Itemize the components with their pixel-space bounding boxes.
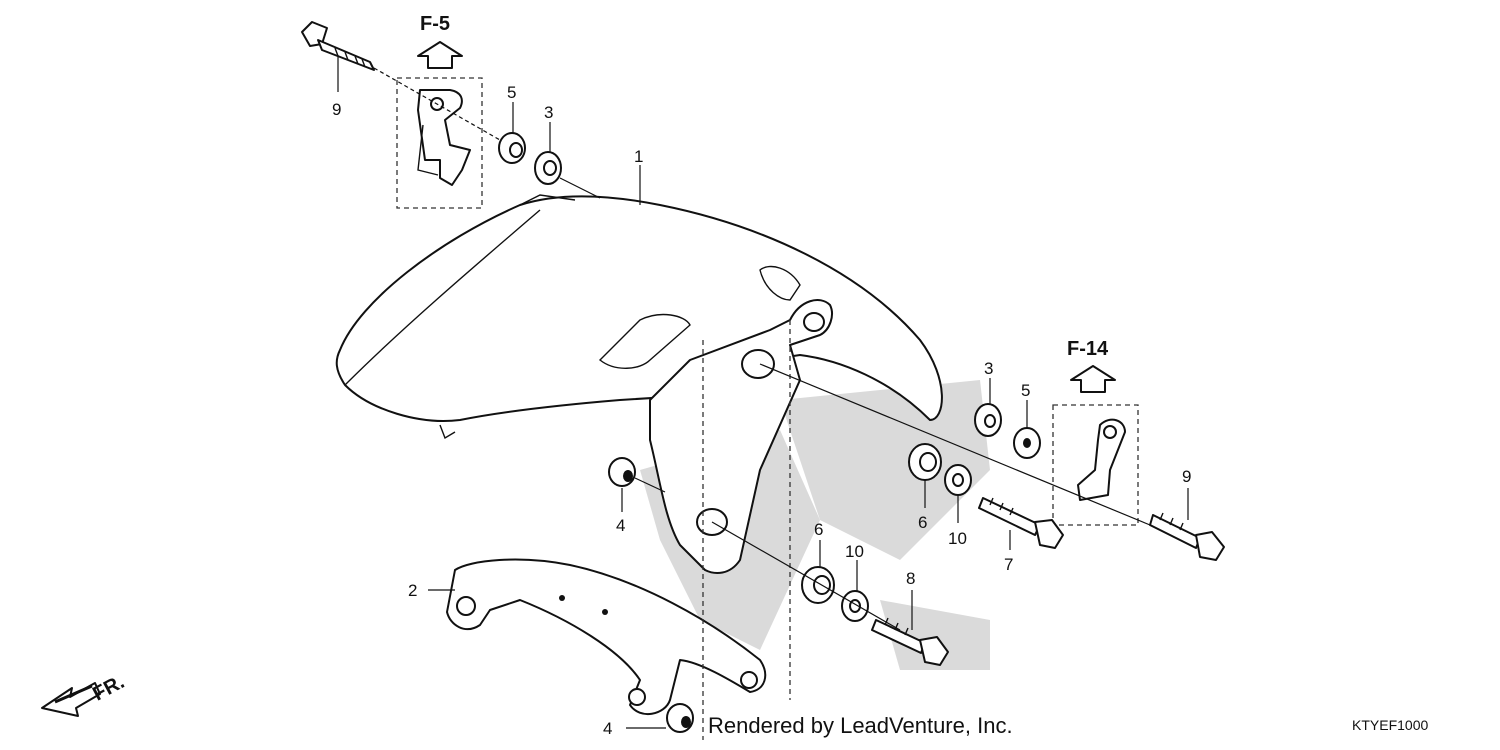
front-fender (335, 194, 943, 574)
grommet-6-lower (801, 566, 835, 604)
axis-lines (634, 363, 1151, 631)
callout-7: 7 (1004, 555, 1013, 574)
callout-9-right: 9 (1182, 467, 1191, 486)
callout-2: 2 (408, 581, 417, 600)
callout-4-lower: 4 (603, 719, 612, 738)
collar-4-upper (608, 457, 636, 487)
callout-3-right: 3 (984, 359, 993, 378)
callout-5-top: 5 (507, 83, 516, 102)
callout-5-right: 5 (1021, 381, 1030, 400)
bracket-right (1052, 404, 1139, 526)
callout-1: 1 (634, 147, 643, 166)
watermark-text: Rendered by LeadVenture, Inc. (708, 713, 1013, 738)
callout-4-upper: 4 (616, 516, 625, 535)
callout-9-top: 9 (332, 100, 341, 119)
callout-6-right: 6 (918, 513, 927, 532)
grommet-3-top (534, 151, 601, 199)
callout-10-right: 10 (948, 529, 967, 548)
fender-brace (446, 558, 767, 715)
phantom-lines (702, 320, 791, 740)
front-direction-label: FR. (89, 671, 128, 706)
bolt-9-top (301, 21, 501, 141)
washer-10-right (944, 464, 972, 496)
callout-8: 8 (906, 569, 915, 588)
ref-arrow-top (417, 41, 463, 69)
collar-5-right (1013, 427, 1041, 459)
bolt-7 (978, 497, 1064, 549)
callout-3-top: 3 (544, 103, 553, 122)
callout-10-lower: 10 (845, 542, 864, 561)
callout-leaders (337, 55, 1189, 729)
ref-label-right: F-14 (1067, 338, 1109, 360)
ref-label-top: F-5 (420, 13, 450, 35)
bracket-top (396, 77, 483, 209)
ref-arrow-right (1070, 365, 1116, 393)
callout-6-lower: 6 (814, 520, 823, 539)
front-direction-arrow-icon (41, 682, 101, 717)
collar-5-top (498, 132, 526, 164)
washer-10-lower (841, 590, 869, 622)
grommet-6-right (908, 443, 942, 481)
bolt-8 (871, 617, 949, 666)
bolt-9-right (1149, 512, 1225, 561)
diagram-code: KTYEF1000 (1352, 717, 1428, 733)
grommet-3-right (974, 403, 1002, 437)
collar-4-lower (666, 703, 694, 733)
